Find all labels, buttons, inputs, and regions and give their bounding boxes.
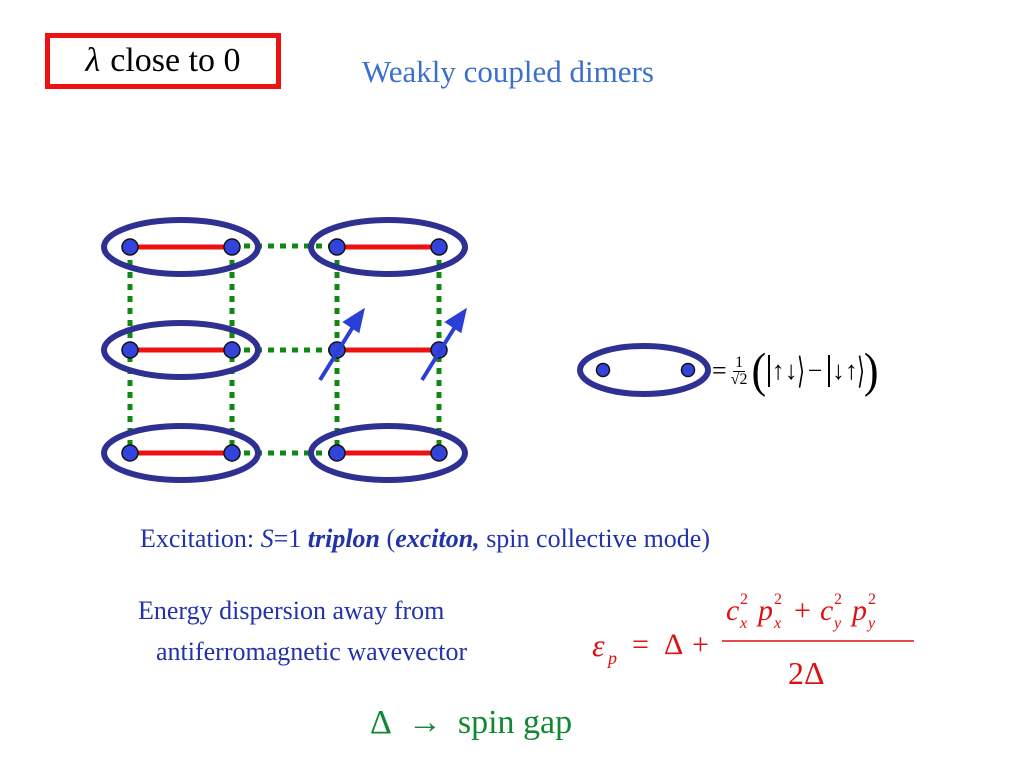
dispersion-text-line-2: antiferromagnetic wavevector (156, 637, 468, 666)
denominator: 2Δ (788, 655, 825, 691)
minus-sign: − (807, 356, 823, 385)
singlet-ellipse (101, 423, 261, 483)
site (328, 238, 346, 256)
spin-arrowhead-icon (342, 307, 365, 334)
singlet-ellipse (308, 423, 468, 483)
singlet-ellipse (308, 217, 468, 277)
site (223, 238, 241, 256)
ket-angle-icon: ⟩ (796, 351, 805, 391)
spin-arrowhead-icon (444, 307, 467, 334)
singlet-equation: = 1 √2 ( ↑↓ ⟩ − ↓↑ ⟩ ) (712, 340, 879, 402)
spin-gap-line: Δ → spin gap (370, 704, 572, 742)
fraction-denominator: √2 (730, 370, 748, 388)
site (223, 341, 241, 359)
lambda-condition-label: close to 0 (110, 42, 241, 79)
formula-plus: + (692, 628, 709, 661)
spin-value: =1 (273, 524, 308, 553)
dimer-bonds (130, 244, 439, 456)
ket-down-up-content: ↓↑ (831, 356, 858, 385)
open-paren: ( (380, 524, 396, 553)
momentum-p: p (850, 594, 867, 627)
spin-variable: S (260, 524, 274, 553)
lambda-symbol: λ (85, 42, 101, 79)
formula-delta: Δ (664, 628, 683, 661)
spin-arrow-up-icon (318, 320, 358, 382)
left-paren-icon: ( (751, 343, 767, 398)
triplet-spin-arrows (318, 307, 467, 382)
fraction-numerator: 1 (733, 353, 746, 372)
coef-c: c (820, 594, 833, 627)
site (328, 444, 346, 462)
epsilon-symbol: ε (592, 627, 605, 663)
sub-x: x (773, 615, 781, 632)
site (121, 238, 139, 256)
exciton-term: exciton, (395, 524, 480, 553)
lambda-condition-box: λ close to 0 (45, 33, 281, 89)
excitation-prefix: Excitation: (140, 524, 261, 553)
dimer-lattice-diagram (101, 217, 468, 483)
ket-bar-icon (768, 355, 770, 387)
right-arrow-icon: → (407, 704, 442, 741)
sub-y: y (832, 615, 842, 632)
site (121, 341, 139, 359)
numerator-plus: + (794, 594, 811, 627)
coef-c: c (726, 594, 739, 627)
triplon-term: triplon (307, 524, 381, 553)
momentum-p: p (756, 594, 773, 627)
spin-arrow-up-icon (420, 320, 460, 382)
normalization-fraction: 1 √2 (730, 353, 748, 388)
exp-2: 2 (774, 591, 782, 608)
right-paren-icon: ) (863, 343, 879, 398)
gap-delta: Δ (370, 704, 392, 741)
lattice-sites (121, 238, 448, 462)
site (121, 444, 139, 462)
slide-title: Weakly coupled dimers (362, 54, 654, 89)
site (595, 362, 611, 378)
singlet-ellipse (577, 343, 711, 397)
excitation-rest: spin collective mode) (479, 524, 711, 553)
singlet-ellipse (101, 320, 261, 380)
singlet-ellipses (101, 217, 468, 483)
ket-angle-icon: ⟩ (856, 351, 865, 391)
ket-up-down-content: ↑↓ (771, 356, 798, 385)
singlet-dimer-icon (577, 343, 711, 397)
exp-2: 2 (740, 591, 748, 608)
equals-sign: = (712, 356, 727, 385)
site (430, 238, 448, 256)
ket-down-up: ↓↑ ⟩ (826, 350, 865, 392)
dispersion-text-line-1: Energy dispersion away from (138, 596, 445, 625)
singlet-ellipse (101, 217, 261, 277)
ket-up-down: ↑↓ ⟩ (766, 350, 804, 392)
exp-2: 2 (834, 591, 842, 608)
site (223, 444, 241, 462)
sub-x: x (739, 615, 747, 632)
epsilon-subscript: p (606, 648, 617, 668)
sub-y: y (866, 615, 876, 632)
site (430, 444, 448, 462)
spin-gap-label: spin gap (457, 704, 573, 741)
ket-bar-icon (828, 355, 830, 387)
exp-2: 2 (868, 591, 876, 608)
formula-equals: = (632, 628, 649, 661)
site (680, 362, 696, 378)
dispersion-formula: ε p = Δ + c 2 x p 2 x + c 2 y p 2 y 2Δ (592, 591, 914, 691)
excitation-line: Excitation: S=1 triplon (exciton, spin c… (140, 524, 710, 554)
